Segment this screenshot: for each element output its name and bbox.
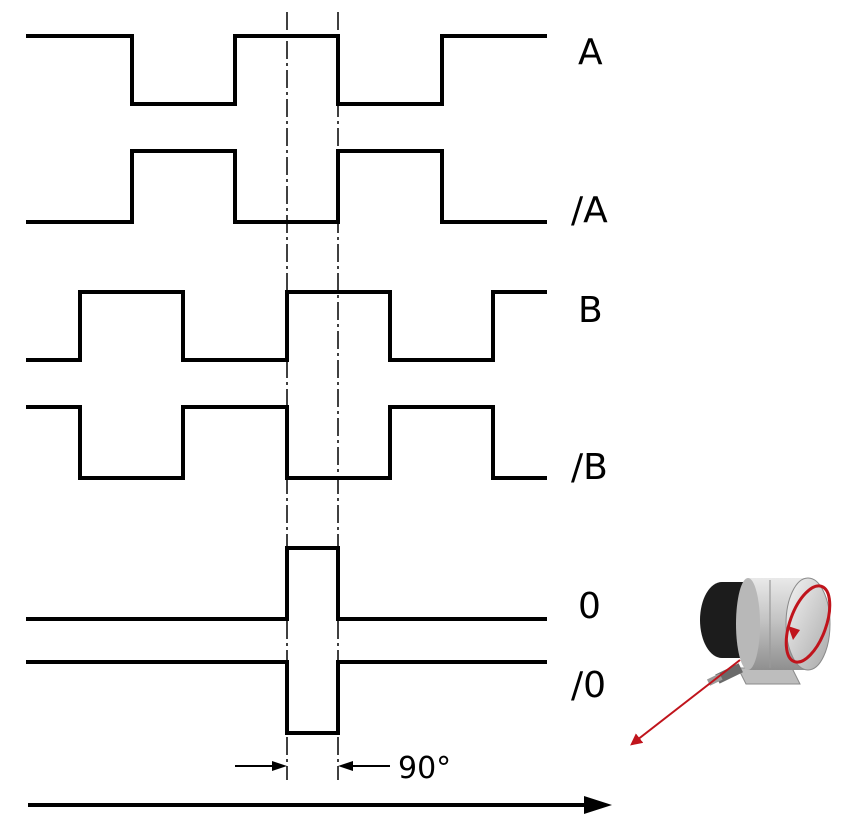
signal-zero-inverted-waveform — [26, 660, 547, 735]
label-zero-inverted: /0 — [571, 665, 606, 706]
signal-zero-waveform — [26, 546, 547, 621]
label-zero: 0 — [578, 586, 601, 627]
time-axis-arrow — [28, 796, 612, 814]
label-b: B — [578, 290, 603, 331]
phase-dimension — [235, 761, 390, 771]
rotary-encoder-icon — [630, 577, 832, 746]
label-a-inverted: /A — [571, 190, 608, 231]
label-b-inverted: /B — [571, 447, 608, 488]
label-a: A — [578, 32, 603, 73]
phase-label: 90° — [398, 751, 451, 786]
